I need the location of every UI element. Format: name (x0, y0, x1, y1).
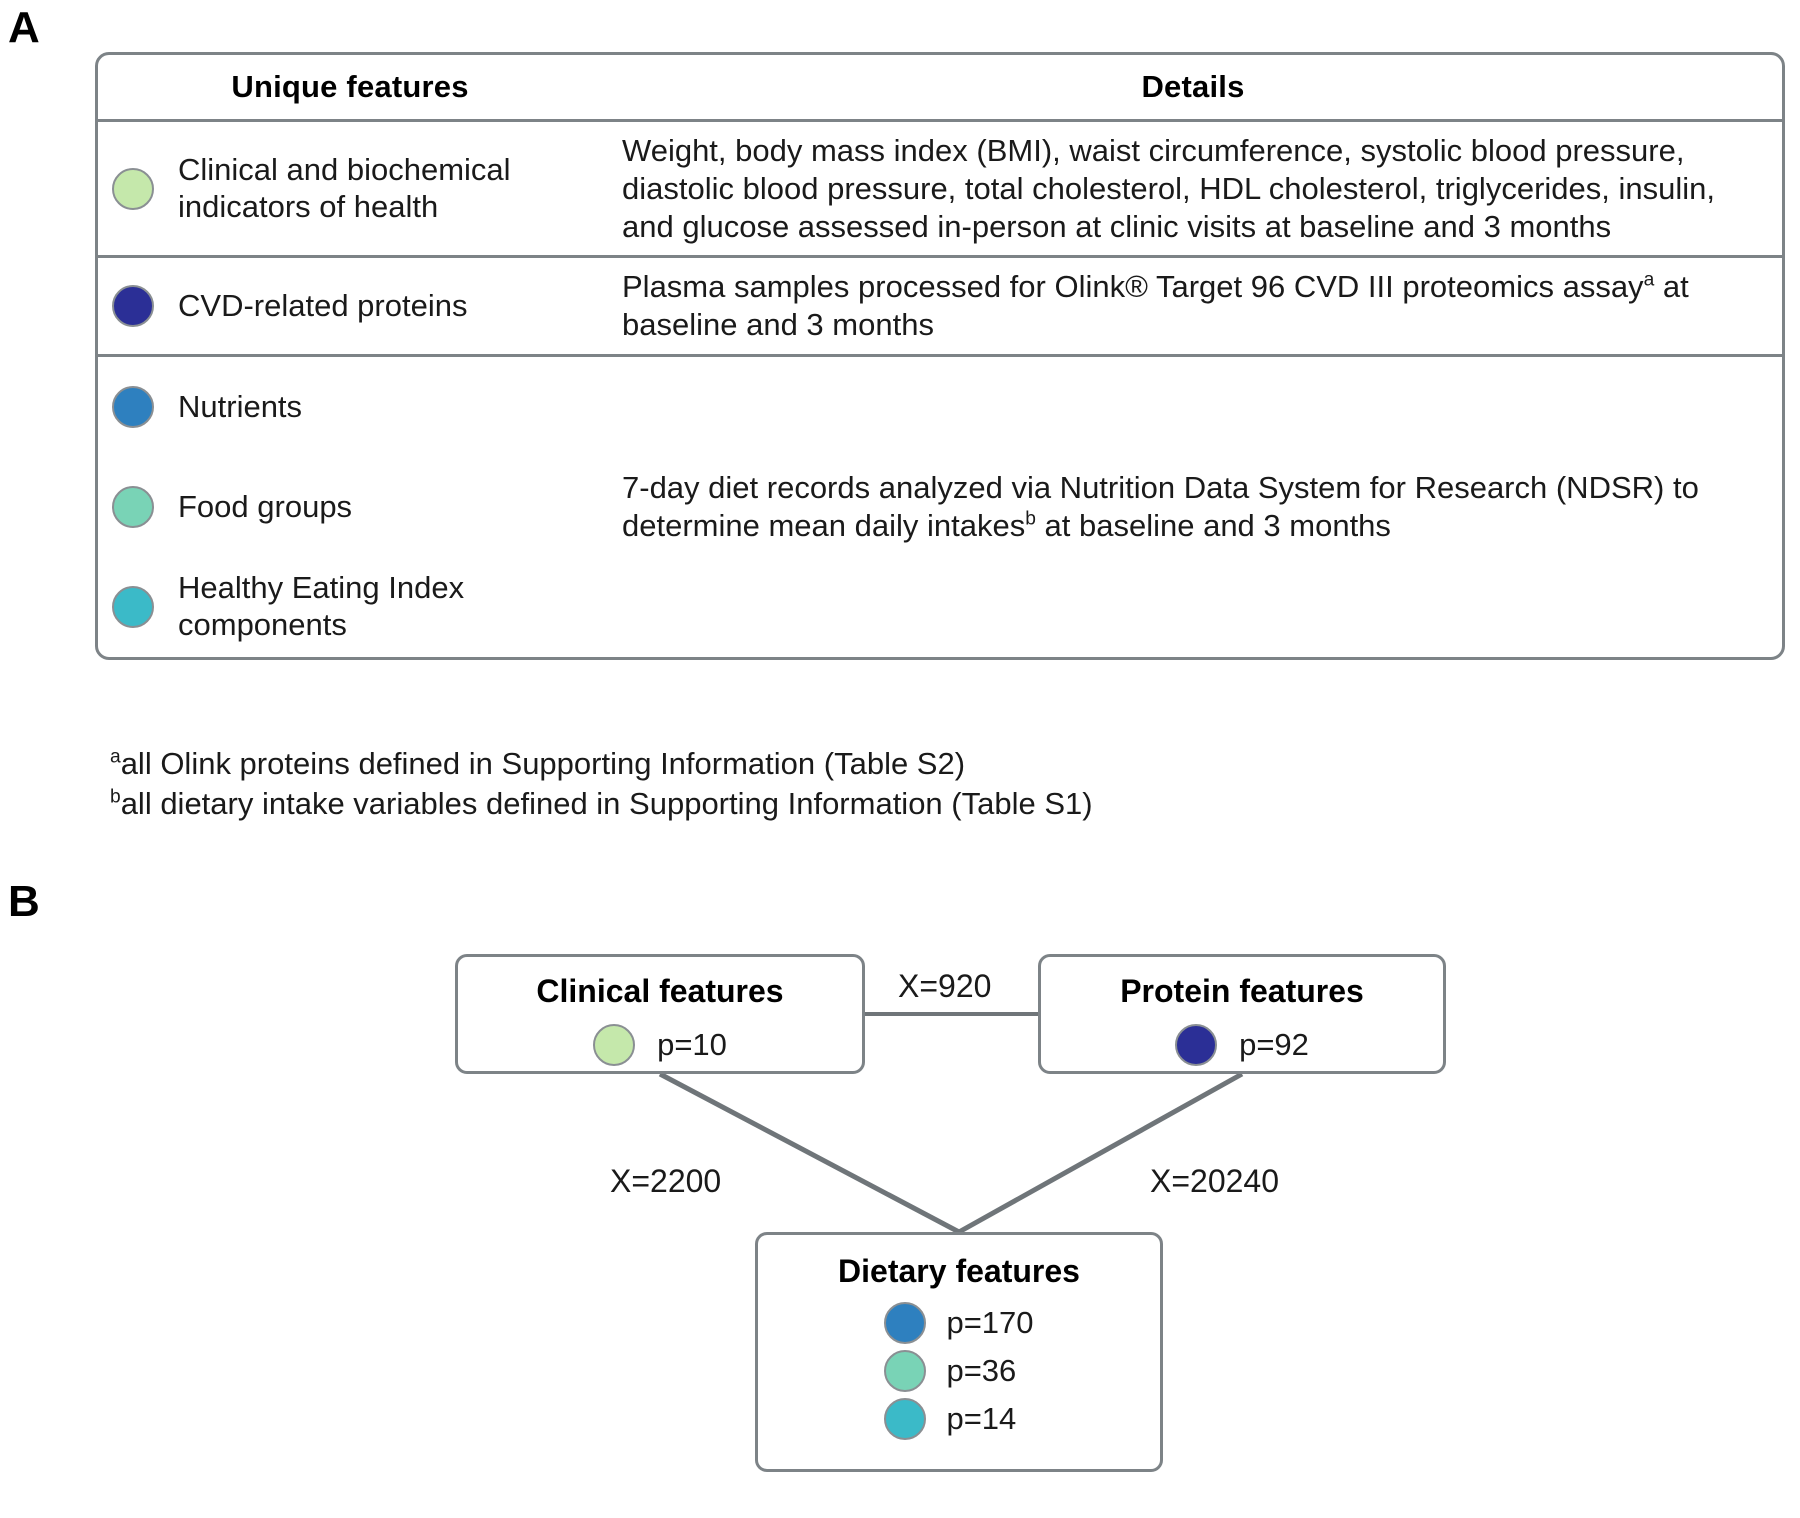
feature-cell-dietary-list: Nutrients Food groups Healthy Eating Ind… (98, 357, 598, 657)
table-header-row: Unique features Details (98, 55, 1782, 122)
node-clinical-count-row: p=10 (593, 1024, 727, 1066)
table-row-clinical: Clinical and biochemical indicators of h… (98, 122, 1782, 259)
panel-a-letter: A (8, 3, 40, 52)
edge-protein-dietary (957, 1071, 1244, 1235)
details-cell-dietary: 7-day diet records analyzed via Nutritio… (598, 357, 1782, 657)
feature-label-food-groups: Food groups (178, 488, 353, 524)
node-dietary-count-hei: p=14 (946, 1401, 1017, 1436)
diagram-connector-lines (658, 1012, 1244, 1235)
nutrients-dot (112, 386, 154, 429)
footnote-b-text: all dietary intake variables defined in … (120, 785, 1093, 821)
edge-clinical-dietary (658, 1071, 961, 1235)
details-text-clinical: Weight, body mass index (BMI), waist cir… (622, 133, 1715, 244)
node-clinical-features[interactable]: Clinical features p=10 (455, 954, 865, 1074)
protein-dot (112, 285, 154, 328)
hei-dot (884, 1398, 927, 1440)
clinical-dot (593, 1024, 636, 1066)
food-groups-dot (112, 486, 154, 529)
clinical-dot (112, 167, 154, 210)
node-clinical-count: p=10 (657, 1027, 727, 1062)
edge-label-clinical-dietary: X=2200 (610, 1163, 722, 1199)
footnote-a-marker: a (110, 746, 121, 768)
table-row-proteins: CVD-related proteins Plasma samples proc… (98, 258, 1782, 358)
feature-label-proteins: CVD-related proteins (178, 287, 468, 323)
footnote-b-marker: b (110, 786, 121, 808)
node-protein-count: p=92 (1239, 1027, 1309, 1062)
nutrients-dot (884, 1302, 927, 1344)
footnote-marker-b: b (1025, 508, 1036, 530)
node-protein-count-row: p=92 (1175, 1024, 1309, 1066)
footnote-marker-a: a (1643, 270, 1655, 292)
feature-pair-diagram: Clinical features p=10 Protein features … (0, 860, 1800, 1518)
node-clinical-title: Clinical features (536, 973, 784, 1009)
node-dietary-count-row-hei: p=14 (884, 1398, 1033, 1440)
unique-features-table: Unique features Details Clinical and bio… (95, 52, 1785, 661)
node-dietary-count-food-groups: p=36 (946, 1353, 1017, 1388)
feature-cell-clinical: Clinical and biochemical indicators of h… (98, 122, 598, 255)
hei-dot (112, 586, 154, 629)
feature-row-nutrients: Nutrients (98, 357, 598, 457)
node-dietary-count-nutrients: p=170 (946, 1305, 1034, 1340)
feature-row-food-groups: Food groups (98, 457, 598, 557)
node-dietary-count-list: p=170 p=36 p=14 (884, 1302, 1034, 1440)
panel-b-letter: B (8, 877, 40, 926)
node-dietary-title: Dietary features (838, 1253, 1080, 1289)
feature-label-clinical: Clinical and biochemical indicators of h… (178, 152, 511, 224)
footnote-b: ball dietary intake variables defined in… (110, 784, 1610, 824)
details-cell-clinical: Weight, body mass index (BMI), waist cir… (598, 122, 1782, 255)
footnote-a-text: all Olink proteins defined in Supporting… (120, 746, 966, 781)
details-text-dietary: 7-day diet records analyzed via Nutritio… (622, 470, 1699, 544)
node-dietary-count-row-food-groups: p=36 (884, 1350, 1033, 1392)
details-cell-proteins: Plasma samples processed for Olink® Targ… (598, 258, 1782, 354)
column-header-unique-features: Unique features (231, 69, 469, 104)
node-dietary-features[interactable]: Dietary features p=170 p=36 p=14 (755, 1232, 1163, 1472)
feature-row-hei: Healthy Eating Index components (98, 557, 598, 657)
food-groups-dot (884, 1350, 927, 1392)
header-cell-features: Unique features (98, 55, 598, 119)
edge-label-clinical-protein: X=920 (898, 968, 992, 1004)
feature-label-hei: Healthy Eating Index components (178, 570, 465, 643)
edge-label-protein-dietary: X=20240 (1150, 1163, 1280, 1199)
protein-dot (1175, 1024, 1218, 1066)
details-text-proteins: Plasma samples processed for Olink® Targ… (622, 269, 1689, 343)
feature-label-nutrients: Nutrients (178, 388, 303, 424)
node-dietary-count-row-nutrients: p=170 (884, 1302, 1034, 1344)
node-protein-features[interactable]: Protein features p=92 (1038, 954, 1446, 1074)
feature-cell-proteins: CVD-related proteins (98, 258, 598, 354)
node-protein-title: Protein features (1120, 973, 1364, 1009)
footnotes: aall Olink proteins defined in Supportin… (110, 744, 1610, 823)
footnote-a: aall Olink proteins defined in Supportin… (110, 744, 1610, 784)
column-header-details: Details (1141, 69, 1245, 104)
table-row-dietary-group: Nutrients Food groups Healthy Eating Ind… (98, 357, 1782, 657)
header-cell-details: Details (598, 55, 1782, 119)
